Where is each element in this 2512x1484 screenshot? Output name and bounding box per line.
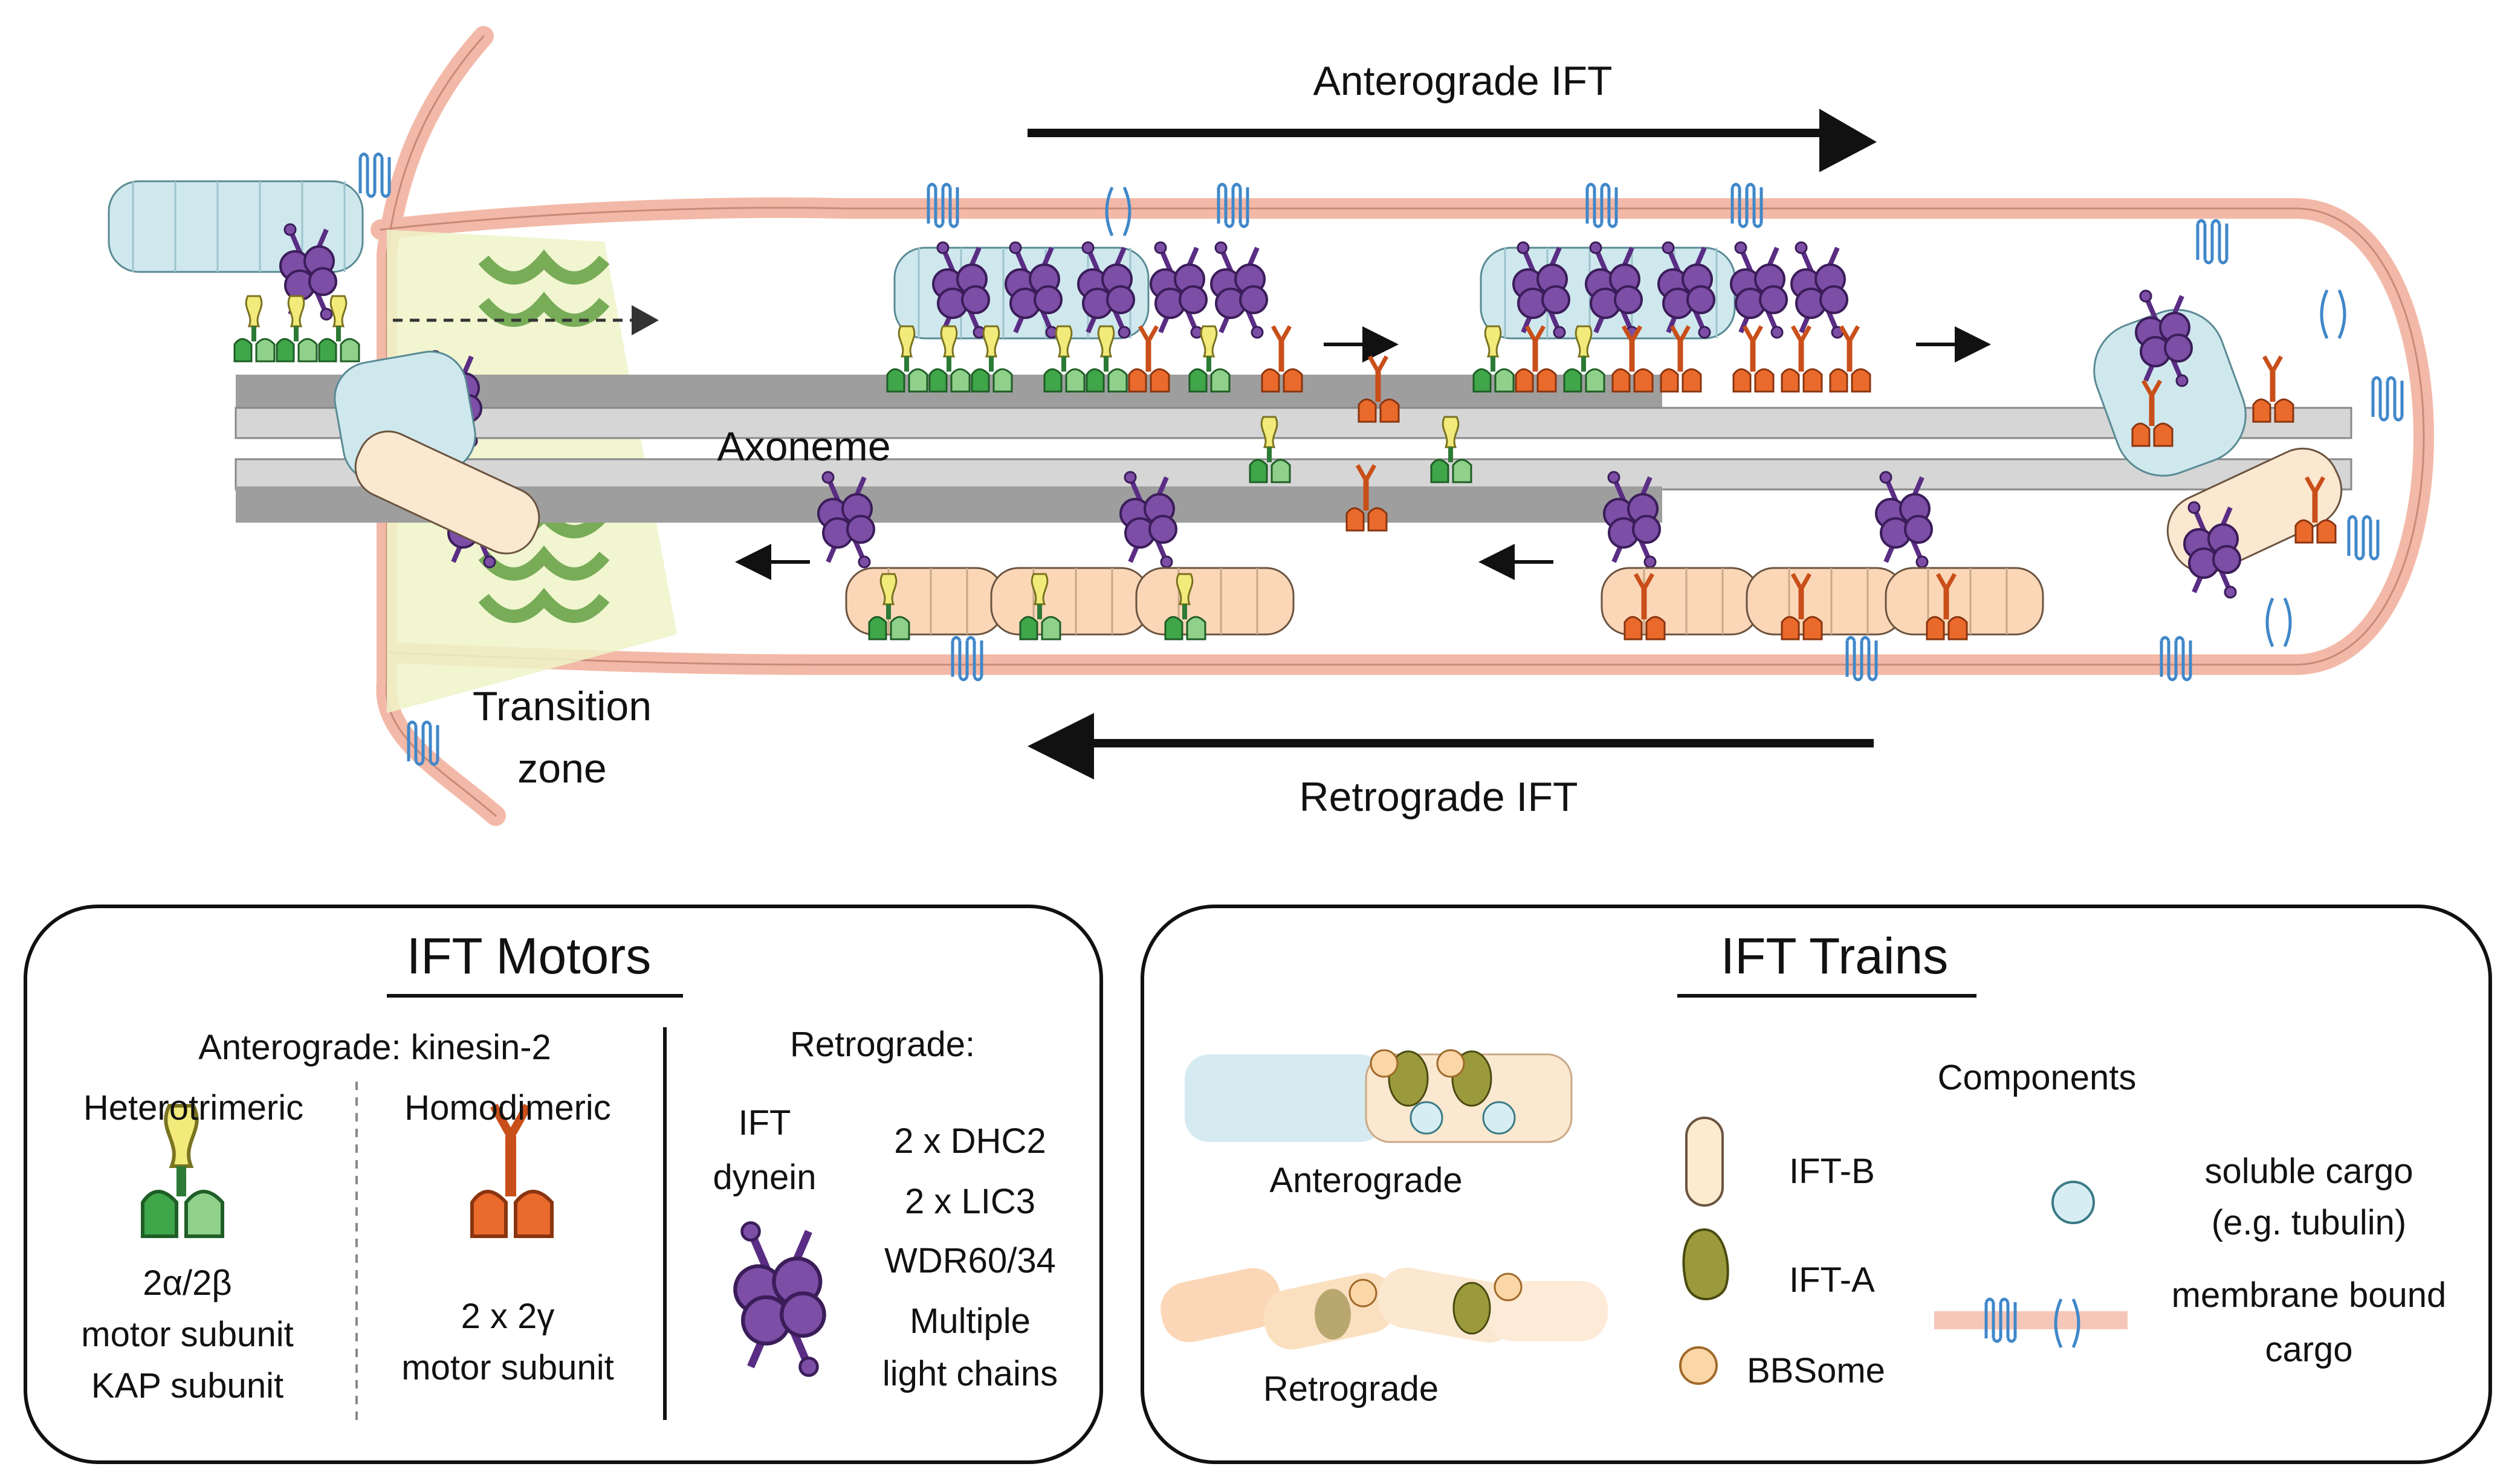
homodimeric-desc-1: 2 x 2γ [461, 1297, 555, 1336]
dynein-part-1: 2 x DHC2 [894, 1121, 1046, 1161]
trains-panel-title: IFT Trains [1720, 928, 1949, 984]
homodimeric-desc-2: motor subunit [401, 1348, 614, 1387]
transition-zone-label-1: Transition [472, 683, 652, 729]
membrane-cargo-label-2: cargo [2265, 1330, 2353, 1369]
heterotrimeric-desc-1: 2α/2β [143, 1263, 232, 1303]
components-heading: Components [1937, 1058, 2137, 1097]
retrograde-train-label: Retrograde [1263, 1369, 1439, 1408]
dynein-part-4: Multiple [910, 1302, 1031, 1341]
heterotrimeric-label: Heterotrimeric [83, 1088, 304, 1128]
trains-title-underline [1677, 994, 1976, 998]
ift-b-swatch [1685, 1117, 1724, 1207]
homodimeric-label: Homodimeric [404, 1088, 611, 1128]
soluble-cargo-label-1: soluble cargo [2204, 1152, 2413, 1191]
bbsome-swatch [1679, 1346, 1718, 1385]
dynein-part-3: WDR60/34 [884, 1241, 1056, 1280]
motors-panel-title: IFT Motors [406, 928, 652, 984]
anterograde-ift-label: Anterograde IFT [1313, 58, 1613, 104]
ift-a-label: IFT-A [1789, 1260, 1875, 1300]
anterograde-heading: Anterograde: kinesin-2 [198, 1028, 551, 1067]
dynein-part-5: light chains [882, 1354, 1058, 1393]
axoneme-label: Axoneme [717, 424, 891, 469]
dynein-part-2: 2 x LIC3 [905, 1182, 1035, 1221]
membrane-cargo-label-1: membrane bound [2171, 1276, 2447, 1315]
ift-b-label: IFT-B [1789, 1152, 1875, 1191]
dynein-label-2: dynein [713, 1158, 817, 1197]
soluble-cargo-label-2: (e.g. tubulin) [2211, 1203, 2407, 1242]
bbsome-label: BBSome [1747, 1351, 1885, 1390]
membrane-swatch [1934, 1311, 2128, 1329]
dynein-label-1: IFT [738, 1103, 791, 1143]
retrograde-ift-label: Retrograde IFT [1299, 774, 1578, 820]
motors-panel [24, 905, 1103, 1464]
heterotrimeric-desc-3: KAP subunit [91, 1366, 284, 1405]
heterotrimeric-desc-2: motor subunit [81, 1315, 294, 1354]
soluble-cargo-swatch [2051, 1181, 2095, 1224]
axoneme [235, 375, 2352, 523]
motors-title-underline [387, 994, 683, 998]
transition-zone-label-2: zone [517, 746, 607, 792]
anterograde-train-label: Anterograde [1269, 1161, 1463, 1200]
ift-a-swatch [1682, 1228, 1729, 1300]
retrograde-heading: Retrograde: [789, 1025, 976, 1064]
